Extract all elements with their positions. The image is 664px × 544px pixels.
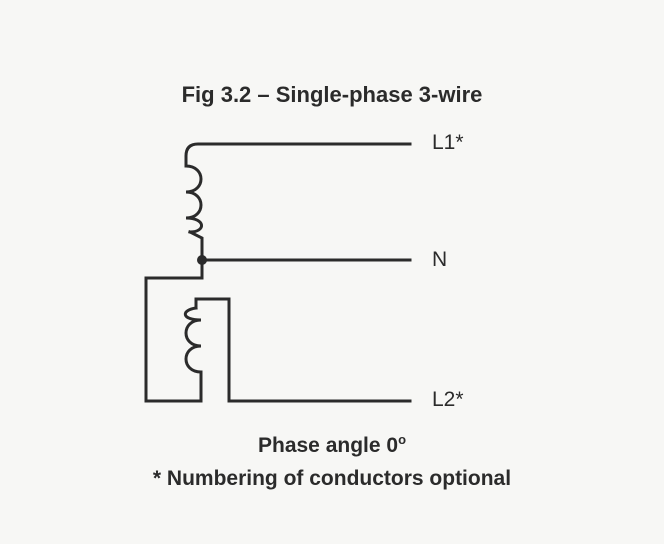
lower-winding-coil <box>183 306 203 374</box>
phase-angle-text: Phase angle 0 <box>257 434 399 457</box>
upper-winding-lead <box>187 229 204 262</box>
terminal-label-l2: L2* <box>432 388 464 411</box>
lower-winding-frame <box>144 258 204 403</box>
l1-conductor <box>184 142 412 168</box>
lower-winding-top <box>194 297 231 403</box>
phase-angle-caption: Phase angle 0o <box>0 432 664 458</box>
figure-title: Fig 3.2 – Single-phase 3-wire <box>181 82 483 107</box>
upper-winding-coil <box>184 164 203 234</box>
numbering-note: * Numbering of conductors optional <box>152 467 512 490</box>
terminal-label-n: N <box>432 248 448 271</box>
degree-superscript: o <box>398 432 407 447</box>
neutral-junction-dot <box>197 255 207 265</box>
terminal-label-l1: L1* <box>432 131 464 154</box>
